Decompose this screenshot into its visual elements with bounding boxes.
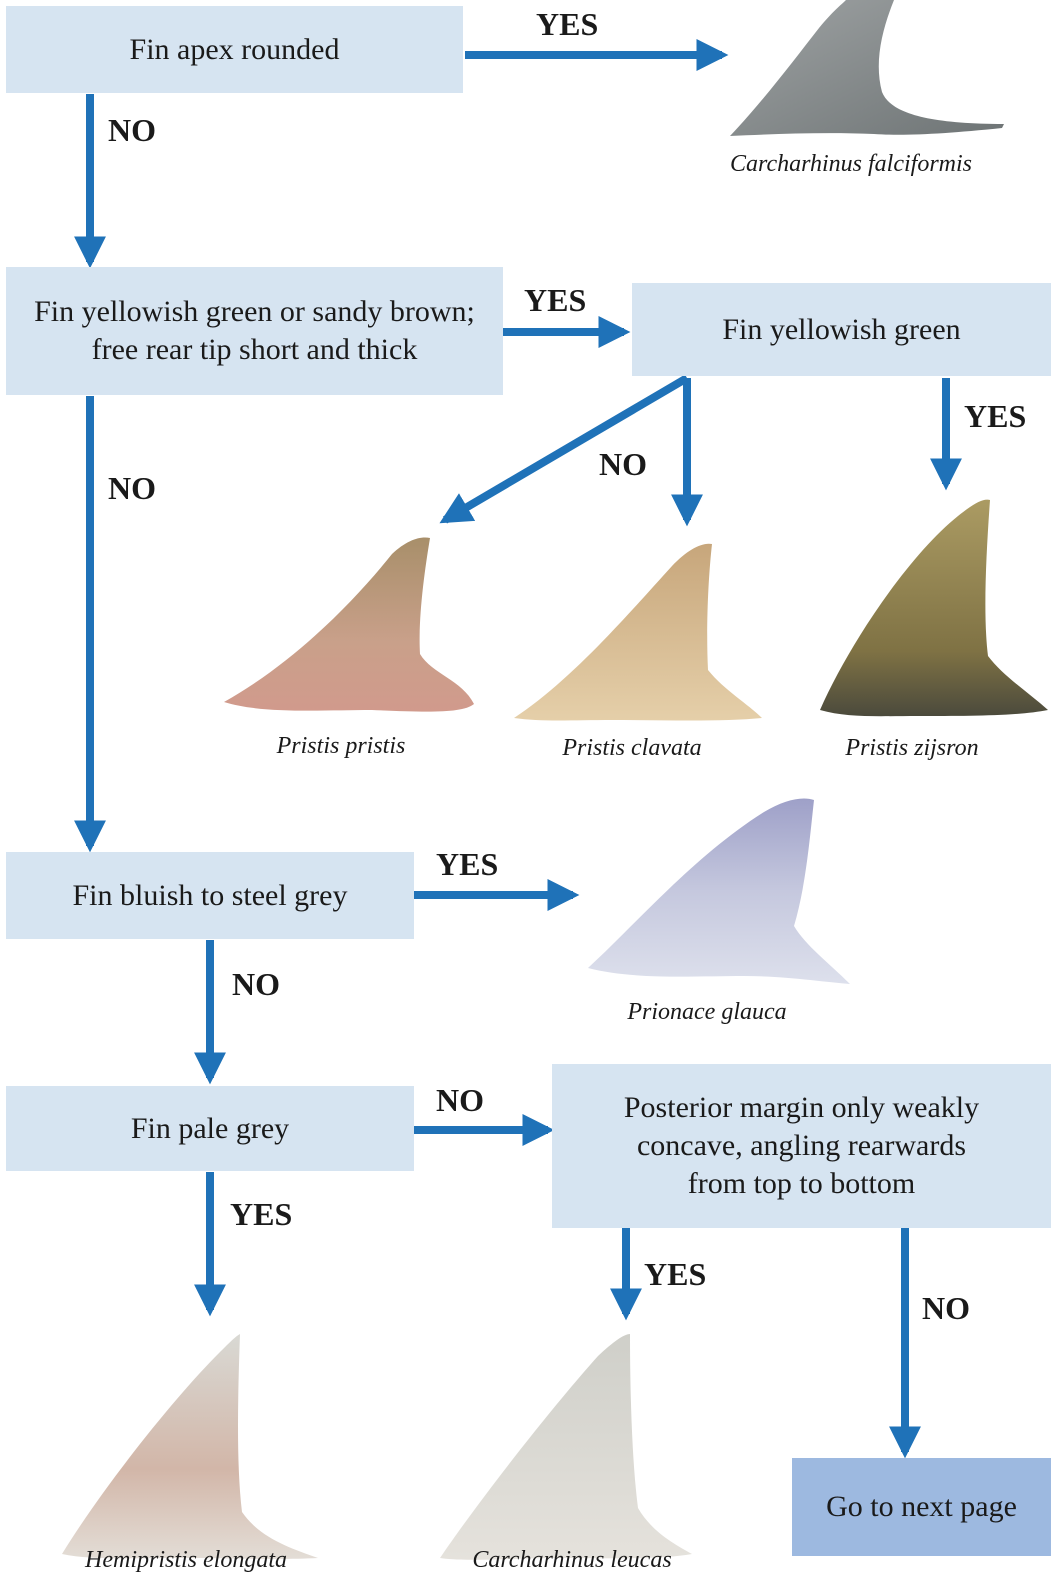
label-pale-yes: YES	[230, 1196, 292, 1232]
node-text: Fin bluish to steel grey	[73, 877, 348, 915]
pinkish-fin-icon	[222, 534, 478, 734]
node-fin-pale-grey: Fin pale grey	[6, 1086, 414, 1171]
light-grey-fin-icon	[438, 1332, 694, 1564]
node-text: Fin pale grey	[131, 1110, 289, 1148]
species-caption-leucas: Carcharhinus leucas	[446, 1546, 698, 1574]
node-text: Fin yellowish green or sandy brown; free…	[34, 293, 475, 369]
species-caption-falciformis: Carcharhinus falciformis	[718, 150, 984, 178]
species-caption-elongata: Hemipristis elongata	[64, 1546, 308, 1574]
label-pale-no: NO	[436, 1082, 484, 1118]
olive-fin-icon	[818, 496, 1050, 720]
node-text-line: from top to bottom	[624, 1165, 979, 1203]
node-fin-yellowish-green: Fin yellowish green	[632, 283, 1051, 376]
beige-fin-icon	[512, 540, 764, 724]
arrow-green-to-pristis	[445, 378, 687, 520]
node-text-line: free rear tip short and thick	[34, 331, 475, 369]
node-posterior-margin: Posterior margin only weakly concave, an…	[552, 1064, 1051, 1228]
grey-fin-icon	[724, 0, 1010, 140]
label-apex-no: NO	[108, 112, 156, 148]
node-text: Fin yellowish green	[722, 311, 960, 349]
label-bluish-yes: YES	[436, 846, 498, 882]
node-text: Go to next page	[826, 1488, 1017, 1526]
label-green-yes: YES	[964, 398, 1026, 434]
species-caption-zijsron: Pristis zijsron	[814, 734, 1010, 762]
node-text: Posterior margin only weakly concave, an…	[624, 1089, 979, 1203]
node-text: Fin apex rounded	[130, 31, 340, 69]
node-go-to-next-page[interactable]: Go to next page	[792, 1458, 1051, 1556]
label-bluish-no: NO	[232, 966, 280, 1002]
label-yellowish-no: NO	[108, 470, 156, 506]
species-caption-clavata: Pristis clavata	[530, 734, 734, 762]
label-yellowish-yes: YES	[524, 282, 586, 318]
node-text-line: Posterior margin only weakly	[624, 1089, 979, 1127]
label-posterior-yes: YES	[644, 1256, 706, 1292]
species-caption-pristis: Pristis pristis	[234, 732, 448, 760]
pale-grey-fin-icon	[60, 1332, 320, 1564]
label-green-no: NO	[599, 446, 647, 482]
node-text-line: concave, angling rearwards	[624, 1127, 979, 1165]
blue-grey-fin-icon	[584, 796, 854, 992]
node-fin-apex-rounded: Fin apex rounded	[6, 6, 463, 93]
node-text-line: Fin yellowish green or sandy brown;	[34, 293, 475, 331]
label-posterior-no: NO	[922, 1290, 970, 1326]
label-apex-yes: YES	[536, 6, 598, 42]
node-fin-bluish-steel-grey: Fin bluish to steel grey	[6, 852, 414, 939]
node-fin-yellowish-or-sandy: Fin yellowish green or sandy brown; free…	[6, 267, 503, 395]
species-caption-glauca: Prionace glauca	[600, 998, 814, 1026]
